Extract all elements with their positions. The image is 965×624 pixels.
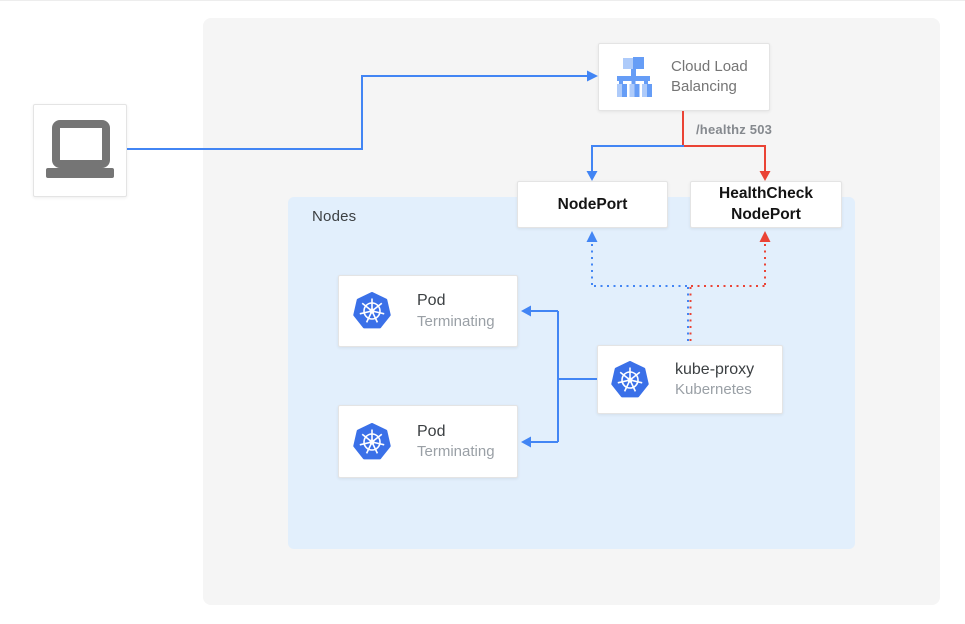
pod-node-1: Pod Terminating [338,275,518,347]
cloud-load-balancing-label: Cloud Load Balancing [671,57,748,95]
healthz-status-label: /healthz 503 [696,122,773,137]
kubernetes-icon [353,292,391,330]
kubernetes-icon [611,360,649,399]
pod-title: Pod [417,292,446,310]
health-check-node-port-label: HealthCheck NodePort [719,185,813,223]
laptop-icon [43,119,117,182]
kubernetes-icon [353,422,391,461]
pod-title: Pod [417,422,446,440]
health-check-node-port-node: HealthCheck NodePort [690,181,842,228]
node-port-node: NodePort [517,181,668,228]
cloud-load-balancing-icon [611,54,657,100]
kube-proxy-subtitle: Kubernetes [675,381,752,399]
kube-proxy-node: kube-proxy Kubernetes [597,345,783,414]
client-node [33,104,127,197]
pod-node-2: Pod Terminating [338,405,518,478]
pod-status: Terminating [417,312,495,330]
pod-status: Terminating [417,443,495,461]
cloud-load-balancing-node: Cloud Load Balancing [598,43,770,111]
kube-proxy-title: kube-proxy [675,360,755,378]
node-port-label: NodePort [557,195,628,213]
nodes-group-label: Nodes [312,208,357,225]
